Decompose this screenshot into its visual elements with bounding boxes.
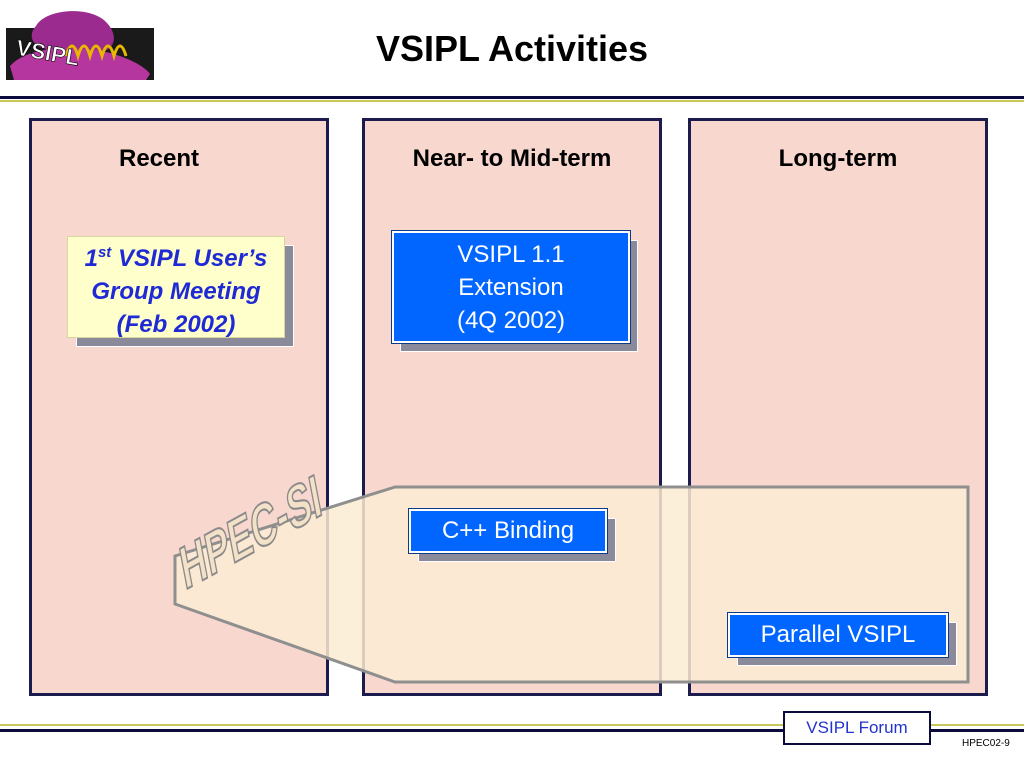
vsipl-logo: VSIPL — [6, 11, 154, 80]
parallel-vsipl-callout: Parallel VSIPL — [728, 613, 948, 657]
column-heading-long-term: Long-term — [778, 145, 898, 172]
cpp-binding-callout: C++ Binding — [409, 509, 607, 553]
footer-rule-gold — [0, 724, 1024, 726]
page-title: VSIPL Activities — [375, 28, 649, 69]
page-number: HPEC02-9 — [962, 738, 1010, 749]
vsipl-forum-label: VSIPL Forum — [783, 711, 931, 745]
users-group-line1: 1st VSIPL User’s — [84, 244, 268, 272]
extension-line3: (4Q 2002) — [456, 307, 566, 334]
users-group-line2: Group Meeting — [91, 278, 261, 305]
extension-line1: VSIPL 1.1 — [457, 241, 565, 268]
column-heading-recent: Recent — [118, 145, 200, 172]
users-group-line3: (Feb 2002) — [116, 311, 236, 338]
vsipl-extension-callout: VSIPL 1.1 Extension (4Q 2002) — [392, 231, 630, 343]
column-heading-near-mid-term: Near- to Mid-term — [412, 145, 612, 172]
users-group-meeting-callout: 1st VSIPL User’s Group Meeting (Feb 2002… — [67, 236, 285, 338]
footer-rule-dark — [0, 729, 1024, 732]
header-rule-dark — [0, 96, 1024, 99]
header-rule-gold — [0, 100, 1024, 102]
extension-line2: Extension — [458, 274, 564, 301]
